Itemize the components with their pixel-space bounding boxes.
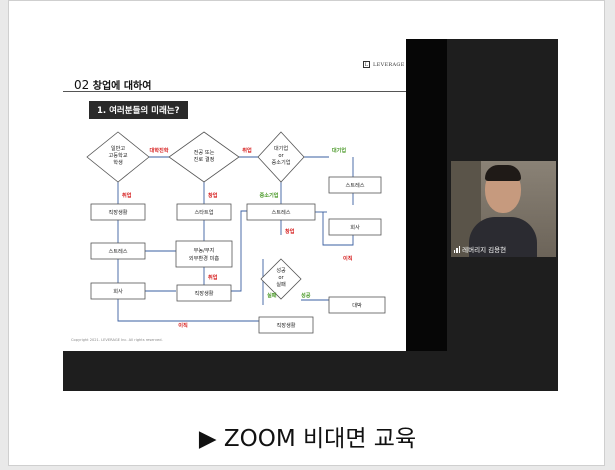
career-flowchart: 일반고 고등학교 학생 전공 또는 진로 결정 대기업 or 중소기업 성공 o… [86,131,386,334]
label-bigco: 대기업 [332,146,347,154]
svg-text:스타트업: 스타트업 [194,208,213,216]
section-heading: 02 창업에 대하여 [74,77,151,92]
svg-text:외부환경 미흡: 외부환경 미흡 [189,254,220,262]
svg-text:학생: 학생 [113,158,123,166]
box-stress-mid: 스트레스 [246,203,316,221]
svg-text:진로 결정: 진로 결정 [194,155,215,163]
svg-text:스트레스: 스트레스 [271,208,290,216]
section-number: 02 [74,78,90,92]
participant-video-tile[interactable]: 레버리지 김용현 [451,161,556,257]
participant-name-tag: 레버리지 김용현 [454,244,506,254]
label-college: 대학진학 [149,146,168,154]
label-move-left: 이직 [178,321,188,329]
label-move-right: 이직 [343,254,353,262]
svg-text:스트레스: 스트레스 [345,181,364,189]
section-title: 창업에 대하여 [92,81,152,92]
label-hire-b: 취업 [122,191,132,199]
box-environment: 무농/무지 외부환경 미흡 [175,240,233,268]
box-startup: 스타트업 [176,203,232,221]
label-fail: 실패 [267,291,277,299]
copyright-text: Copyright 2021. LEVERAGE Inc. All rights… [71,338,163,342]
shared-slide: L LEVERAGE 02 창업에 대하여 1. 여러분들의 미래는? [63,39,406,351]
svg-text:성공: 성공 [276,266,286,274]
participant-body [469,217,537,257]
leverage-logo-icon: L [363,61,370,68]
heading-rule [63,91,406,92]
svg-text:전공 또는: 전공 또는 [194,149,215,156]
box-jackpot: 대박 [328,296,386,314]
box-stress-left: 스트레스 [90,242,146,260]
svg-text:직장생활: 직장생활 [108,208,127,216]
decision-major: 전공 또는 진로 결정 [168,131,240,183]
box-quit-right: 회사 [328,218,382,236]
label-startup: 창업 [208,191,218,199]
svg-text:대박: 대박 [352,301,362,309]
box-stress-right: 스트레스 [328,176,382,194]
label-hire-c: 취업 [208,273,218,281]
svg-text:직장생활: 직장생활 [276,321,295,329]
content-card: L LEVERAGE 02 창업에 대하여 1. 여러분들의 미래는? [8,0,605,466]
label-hire-a: 취업 [242,146,252,154]
label-found: 창업 [285,227,295,235]
svg-text:스트레스: 스트레스 [108,247,127,255]
svg-text:or: or [278,153,284,159]
label-success: 성공 [301,291,311,299]
label-smallco: 중소기업 [259,191,278,199]
box-job-2: 직장생활 [176,284,232,302]
svg-text:회사: 회사 [113,287,123,295]
svg-text:or: or [278,275,284,281]
caption-text: ▶ ZOOM 비대면 교육 [198,426,417,452]
decision-company: 대기업 or 중소기업 [257,131,305,183]
box-job-1: 직장생활 [90,203,146,221]
signal-icon [454,245,461,253]
decision-success: 성공 or 실패 [260,258,302,300]
participant-name: 레버리지 김용현 [462,246,507,254]
flow-connectors [117,156,354,322]
svg-text:대기업: 대기업 [274,144,289,152]
box-job-3: 직장생활 [258,316,314,334]
svg-text:일반고: 일반고 [111,144,126,152]
decision-student: 일반고 고등학교 학생 [86,131,150,183]
svg-text:고등학교: 고등학교 [108,151,127,159]
question-bar: 1. 여러분들의 미래는? [89,101,188,119]
svg-text:직장생활: 직장생활 [194,289,213,297]
svg-text:중소기업: 중소기업 [271,158,290,166]
svg-text:회사: 회사 [350,223,360,231]
svg-text:무농/무지: 무농/무지 [194,246,215,254]
leverage-logo: L LEVERAGE [363,61,405,68]
letterbox-strip [406,39,447,351]
svg-text:실패: 실패 [276,280,286,288]
box-quit-left: 회사 [90,282,146,300]
leverage-logo-text: LEVERAGE [373,61,405,68]
